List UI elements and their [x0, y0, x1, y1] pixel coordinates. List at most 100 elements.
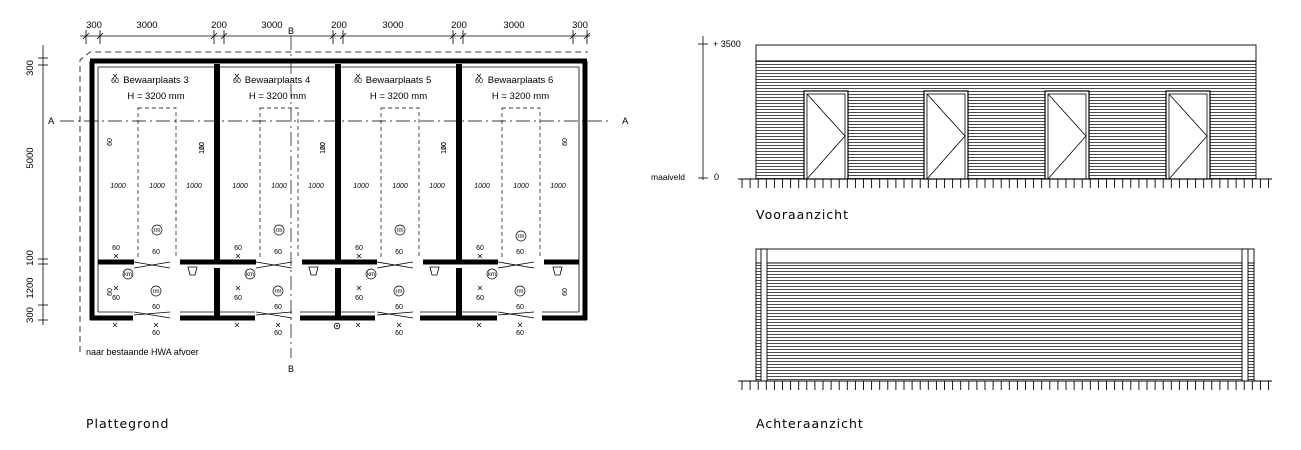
room-height: H = 3200 mm — [370, 91, 427, 102]
room-name: Bewaarplaats 6 — [488, 75, 553, 86]
km-symbol — [122, 268, 134, 280]
dim-60-label: 60 — [152, 249, 160, 256]
dashed-shelf-zone — [501, 107, 541, 261]
km-label: km — [367, 272, 375, 278]
top-dimension-labels: 300 3000 200 3000 200 3000 200 3000 300 — [86, 20, 588, 31]
rear-cladding — [755, 262, 1255, 382]
rm-symbol — [151, 224, 163, 236]
dim-60-label: 60 — [354, 78, 362, 85]
space-dimension-label: 1000 — [110, 183, 126, 190]
cross-mark — [517, 322, 523, 328]
dim-60-label: 60 — [233, 78, 241, 85]
dim-60-label: 60 — [395, 249, 403, 256]
front-ground-line — [738, 178, 1272, 188]
fixture-symbol — [308, 266, 319, 276]
rm-symbol — [514, 285, 526, 297]
section-b-top: B — [288, 26, 294, 36]
dim-60-label: 60 — [199, 142, 206, 150]
exterior-door-leaf — [133, 311, 171, 319]
left-dimension-chain — [38, 45, 48, 325]
dashed-shelf-zone — [137, 107, 177, 261]
rear-elevation-title: Achteraanzicht — [756, 416, 864, 431]
exterior-door-leaf — [376, 311, 414, 316]
front-door-1 — [803, 90, 849, 180]
km-symbol — [365, 268, 377, 280]
dim-60-label: 60 — [112, 295, 120, 302]
door-leaf — [497, 261, 535, 269]
door-swing-indicator — [806, 93, 846, 180]
room-name: Bewaarplaats 4 — [245, 75, 310, 86]
front-door-3 — [1044, 90, 1090, 180]
dim-60-label-corridor-right: 60 — [562, 288, 569, 296]
dim-60-label: 60 — [476, 295, 484, 302]
dim-120-label: 120 — [199, 142, 206, 154]
dim-60-label: 60 — [234, 245, 242, 252]
dim-left-1: 300 — [25, 60, 36, 76]
front-elevation: + 3500 maaiveld 0 Vooraanzicht — [651, 36, 1272, 222]
front-door-2 — [923, 90, 969, 180]
cross-mark — [477, 285, 483, 291]
dim-top-8: 3000 — [503, 20, 524, 31]
fixture-symbol — [187, 266, 198, 276]
km-symbol — [244, 268, 256, 280]
dim-left-5: 300 — [25, 307, 36, 323]
rm-symbol — [150, 285, 162, 297]
km-label: km — [488, 272, 496, 278]
dim-60-label: 60 — [274, 304, 282, 311]
top-level-label: + 3500 — [713, 39, 741, 49]
rear-roof-fascia — [755, 248, 1255, 264]
door-frame — [1165, 90, 1211, 180]
cross-mark — [235, 285, 241, 291]
dim-60-label: 60 — [395, 330, 403, 337]
dim-60-label: 60 — [320, 142, 327, 150]
rear-ground-line — [738, 380, 1272, 390]
rm-symbol — [393, 285, 405, 297]
km-symbol — [486, 268, 498, 280]
cross-mark — [477, 253, 483, 259]
dim-60-label: 60 — [476, 245, 484, 252]
hwa-drain-symbol — [333, 322, 341, 330]
dashed-shelf-zone — [259, 107, 299, 261]
rm-label: rm — [397, 228, 404, 234]
space-dimension-label: 1000 — [550, 183, 566, 190]
space-dimension-label: 1000 — [392, 183, 408, 190]
cross-mark — [112, 322, 118, 328]
space-dimension-label: 1000 — [308, 183, 324, 190]
dim-60-label-left: 60 — [107, 138, 114, 146]
section-a-right: A — [622, 116, 629, 127]
section-b-bottom: B — [288, 364, 294, 374]
door-frame — [923, 90, 969, 180]
dim-top-7: 200 — [451, 20, 467, 31]
level-line — [698, 36, 708, 180]
dim-60-label: 60 — [441, 142, 448, 150]
cross-mark — [476, 322, 482, 328]
section-a-left: A — [48, 116, 55, 127]
dim-60-label: 60 — [516, 249, 524, 256]
cross-mark — [396, 322, 402, 328]
cross-mark — [235, 253, 241, 259]
exterior-door-leaf — [255, 311, 293, 319]
dim-120-label: 120 — [320, 142, 327, 154]
room-height: H = 3200 mm — [127, 91, 184, 102]
dim-top-9: 300 — [572, 20, 588, 31]
cross-mark — [356, 285, 362, 291]
dim-top-3: 200 — [211, 20, 227, 31]
dim-60-label-corridor-left: 60 — [107, 288, 114, 296]
dim-60-label: 60 — [395, 304, 403, 311]
fixture-symbol — [552, 266, 563, 276]
dim-60-label: 60 — [475, 78, 483, 85]
dim-60-label: 60 — [355, 295, 363, 302]
dim-60-label: 60 — [274, 330, 282, 337]
cross-mark — [234, 73, 240, 79]
dim-60-label: 60 — [516, 330, 524, 337]
space-dimension-label: 1000 — [232, 183, 248, 190]
room-name: Bewaarplaats 3 — [123, 75, 188, 86]
cross-mark — [113, 253, 119, 259]
floor-plan-title: Plattegrond — [86, 416, 169, 431]
ground-level-label: maaiveld — [651, 172, 685, 182]
door-leaf — [376, 261, 414, 269]
rm-label: rm — [275, 289, 282, 295]
cross-mark — [275, 322, 281, 328]
hwa-note: naar bestaande HWA afvoer — [86, 347, 199, 357]
